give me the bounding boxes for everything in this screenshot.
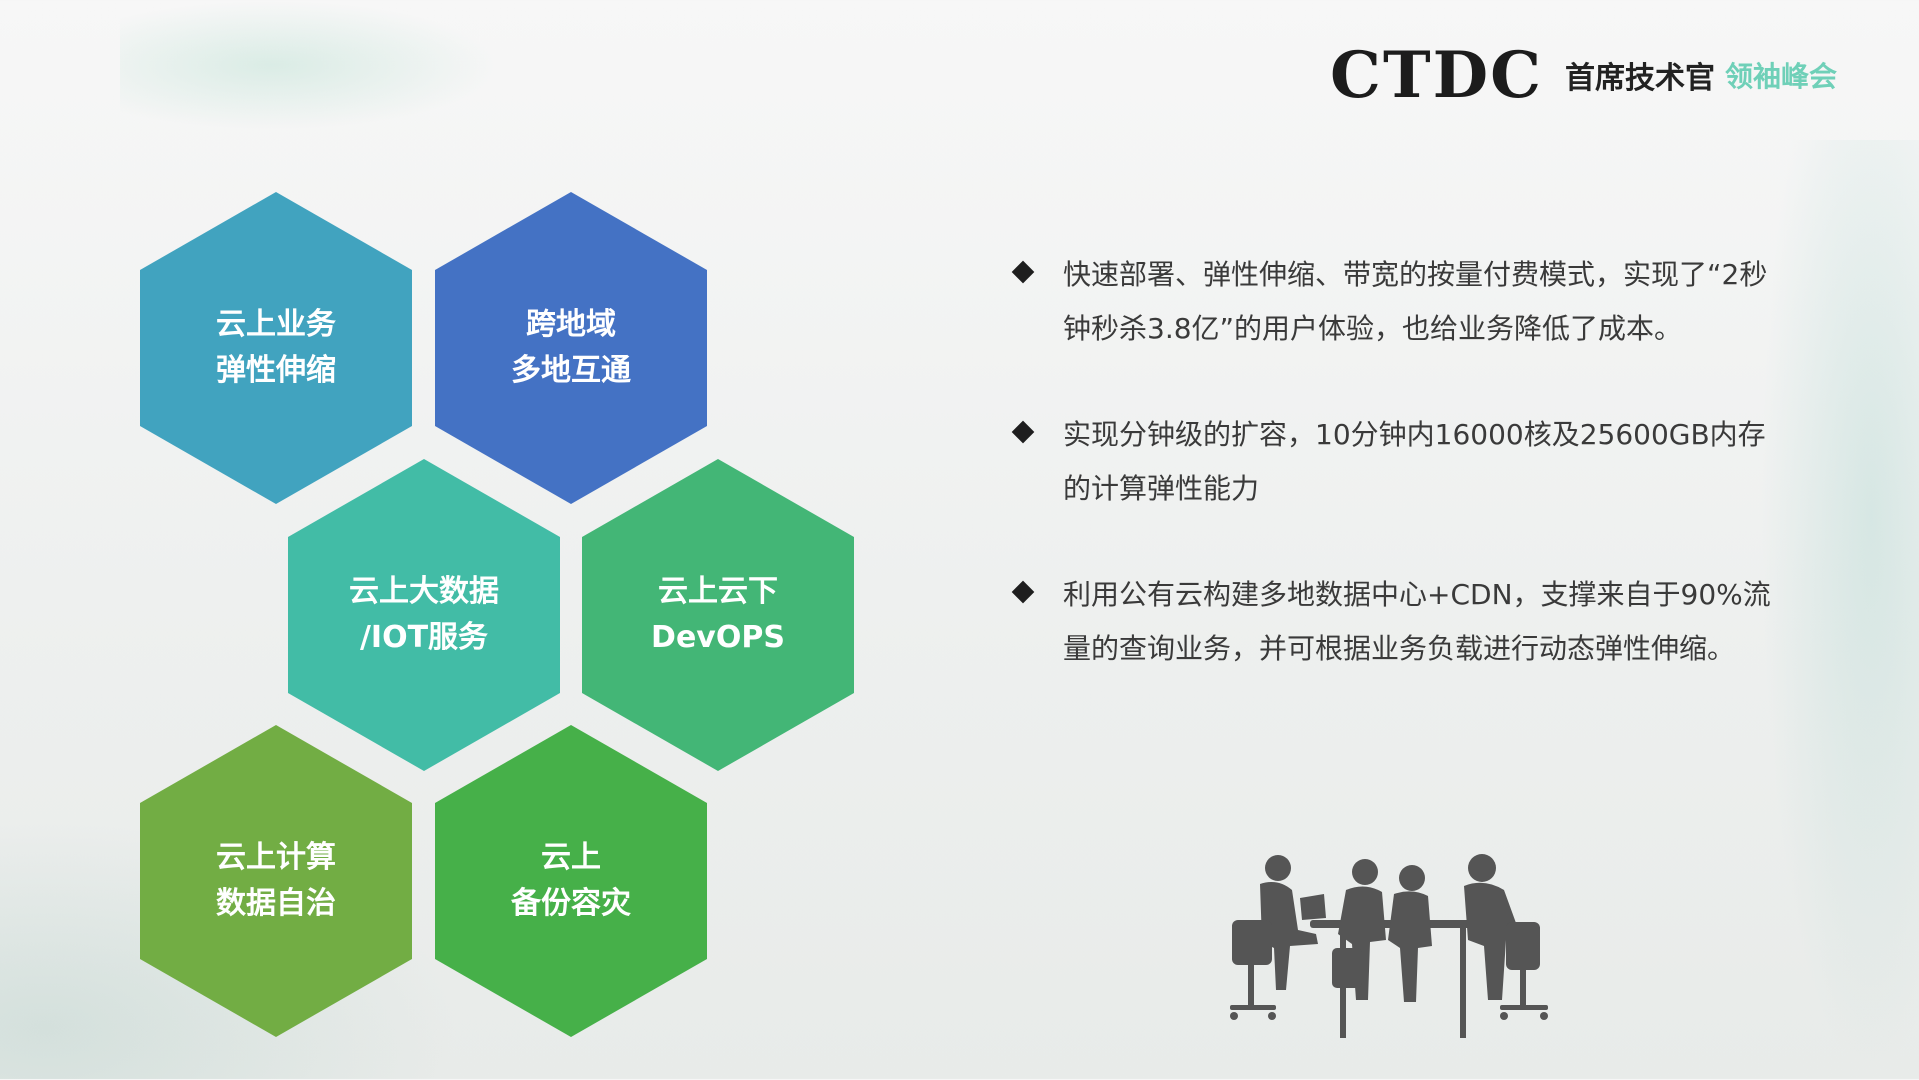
hexagon-label: 云上 备份容灾 — [511, 835, 631, 927]
benefit-text: 快速部署、弹性伸缩、带宽的按量付费模式，实现了“2秒钟秒杀3.8亿”的用户体验，… — [1063, 258, 1768, 345]
hexagon-line: /IOT服务 — [359, 620, 489, 655]
hexagon-label: 云上计算 数据自治 — [216, 835, 336, 927]
diamond-bullet-icon — [1011, 420, 1035, 444]
decorative-background-right — [1760, 140, 1919, 1080]
benefit-text: 利用公有云构建多地数据中心+CDN，支撑来自于90%流量的查询业务，并可根据业务… — [1063, 578, 1771, 665]
benefit-item: 利用公有云构建多地数据中心+CDN，支撑来自于90%流量的查询业务，并可根据业务… — [1005, 568, 1785, 676]
logo-sub-text: 首席技术官 — [1565, 61, 1715, 96]
hexagon-label: 跨地域 多地互通 — [511, 302, 631, 394]
benefit-list: 快速部署、弹性伸缩、带宽的按量付费模式，实现了“2秒钟秒杀3.8亿”的用户体验，… — [1005, 248, 1785, 728]
benefit-item: 快速部署、弹性伸缩、带宽的按量付费模式，实现了“2秒钟秒杀3.8亿”的用户体验，… — [1005, 248, 1785, 356]
hexagon-label: 云上大数据 /IOT服务 — [349, 569, 499, 661]
hexagon-backup-disaster-recovery: 云上 备份容灾 — [435, 725, 707, 1037]
decorative-background-top-left — [120, 0, 500, 130]
hexagon-line: 云上云下 — [658, 574, 778, 609]
logo-main-text: CTDC — [1330, 37, 1543, 113]
hexagon-line: 弹性伸缩 — [216, 353, 336, 388]
ctdc-logo: CTDC 首席技术官 领袖峰会 — [1330, 30, 1850, 120]
benefit-item: 实现分钟级的扩容，10分钟内16000核及25600GB内存的计算弹性能力 — [1005, 408, 1785, 516]
diamond-bullet-icon — [1011, 580, 1035, 604]
hexagon-line: 备份容灾 — [511, 886, 631, 921]
hexagon-line: 云上业务 — [216, 307, 336, 342]
benefit-text: 实现分钟级的扩容，10分钟内16000核及25600GB内存的计算弹性能力 — [1063, 418, 1766, 505]
hexagon-line: 数据自治 — [216, 886, 336, 921]
hexagon-line: 跨地域 — [526, 307, 616, 342]
hexagon-cloud-business-elastic: 云上业务 弹性伸缩 — [140, 192, 412, 504]
hexagon-bigdata-iot: 云上大数据 /IOT服务 — [288, 459, 560, 771]
hexagon-cross-region: 跨地域 多地互通 — [435, 192, 707, 504]
meeting-people-silhouette-icon — [1230, 854, 1548, 1038]
hexagon-devops: 云上云下 DevOPS — [582, 459, 854, 771]
hexagon-line: 云上大数据 — [349, 574, 499, 609]
logo-sub-text-2: 领袖峰会 — [1725, 60, 1838, 93]
hexagon-label: 云上云下 DevOPS — [651, 569, 785, 661]
hexagon-label: 云上业务 弹性伸缩 — [216, 302, 336, 394]
hexagon-line: DevOPS — [651, 620, 785, 655]
diamond-bullet-icon — [1011, 260, 1035, 284]
hexagon-line: 云上 — [541, 840, 601, 875]
hexagon-line: 云上计算 — [216, 840, 336, 875]
hexagon-line: 多地互通 — [511, 353, 631, 388]
